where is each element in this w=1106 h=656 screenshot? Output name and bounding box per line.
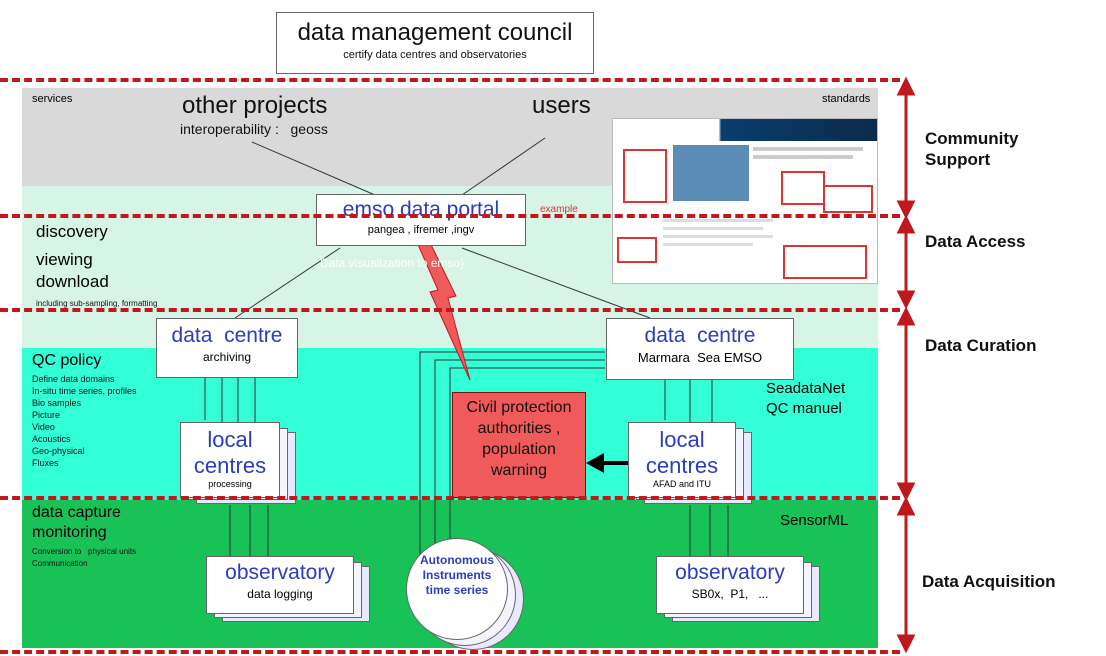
seadatanet-label-1: SeadataNet	[766, 380, 846, 397]
data-acquisition-label: Data Acquisition	[922, 572, 1056, 591]
council-box: data management council certify data cen…	[276, 12, 594, 74]
qc-policy-title: QC policy	[32, 352, 102, 369]
interoperability-label: interoperability : geoss	[180, 121, 328, 137]
viewing-label: viewing	[36, 250, 93, 269]
portal-screenshot-thumbnail	[612, 118, 878, 284]
separator-bottom	[0, 650, 900, 654]
data-centre-right: data centre Marmara Sea EMSO	[606, 318, 794, 380]
observatory-left: observatory data logging	[206, 556, 354, 614]
data-centre-left-title: data centre	[171, 324, 283, 347]
council-title: data management council	[297, 19, 573, 46]
data-curation-label: Data Curation	[925, 336, 1037, 355]
download-label: download	[36, 272, 109, 291]
local-left-line2: centres	[193, 453, 267, 478]
auto-line3: time series	[425, 583, 489, 597]
auto-line1: Autonomous	[420, 553, 494, 567]
data-access-label: Data Access	[925, 232, 1026, 251]
data-centre-right-title: data centre	[644, 324, 756, 347]
qc-item: Bio samples	[32, 398, 82, 408]
qc-item: Video	[32, 422, 55, 432]
observatory-right-title: observatory	[675, 561, 785, 584]
civil-protection-box: Civil protection authorities , populatio…	[452, 392, 586, 498]
qc-item: Acoustics	[32, 434, 71, 444]
sensorml-label: SensorML	[780, 512, 849, 529]
local-right-line2: centres	[645, 453, 719, 478]
civil-line4: warning	[490, 462, 548, 479]
qc-item: Fluxes	[32, 458, 59, 468]
discovery-label: discovery	[36, 222, 108, 241]
emso-data-portal-box: emso data portal pangea , ifremer ,ingv	[316, 194, 526, 246]
other-projects-label: other projects	[182, 92, 328, 119]
data-centre-right-subtitle: Marmara Sea EMSO	[637, 350, 763, 365]
civil-line2: authorities ,	[477, 420, 561, 437]
community-support-text: Community Support	[925, 129, 1019, 169]
data-capture-label: data capture	[32, 504, 121, 521]
auto-line2: Instruments	[422, 568, 492, 582]
portal-example-label: example	[540, 204, 578, 215]
qc-item: In-situ time series, profiles	[32, 386, 137, 396]
data-centre-left: data centre archiving	[156, 318, 298, 378]
local-left-sub: processing	[208, 479, 252, 489]
observatory-left-title: observatory	[225, 561, 335, 584]
separator-community	[0, 78, 900, 82]
local-centres-left: local centres processing	[180, 422, 280, 498]
portal-subtitle: pangea , ifremer ,ingv	[367, 224, 475, 236]
local-centres-right: local centres AFAD and ITU	[628, 422, 736, 498]
monitoring-label: monitoring	[32, 524, 107, 541]
local-right-line1: local	[659, 427, 705, 452]
separator-access	[0, 214, 900, 218]
data-centre-left-subtitle: archiving	[202, 350, 252, 364]
observatory-left-sub: data logging	[247, 587, 313, 601]
observatory-right: observatory SB0x, P1, ...	[656, 556, 804, 614]
capture-note-2: Communication	[32, 559, 88, 568]
council-subtitle: certify data centres and observatories	[343, 49, 527, 61]
separator-curation	[0, 308, 900, 312]
separator-acquisition	[0, 496, 900, 500]
qc-item: Picture	[32, 410, 61, 420]
qc-item: Define data domains	[32, 374, 115, 384]
standards-label: standards	[822, 93, 871, 105]
observatory-right-sub: SB0x, P1, ...	[691, 587, 769, 601]
portal-title: emso data portal	[342, 198, 500, 221]
download-note: including sub-sampling, formatting	[36, 299, 158, 308]
civil-line1: Civil protection	[466, 399, 572, 416]
civil-line3: population	[482, 441, 556, 458]
community-support-label: Community Support	[925, 128, 1085, 170]
services-label: services	[32, 93, 73, 105]
users-label: users	[532, 92, 591, 119]
local-left-line1: local	[207, 427, 253, 452]
local-right-sub: AFAD and ITU	[652, 479, 712, 489]
seadatanet-label-2: QC manuel	[766, 400, 842, 417]
capture-note-1: Conversion to physical units	[32, 547, 137, 556]
qc-item: Geo-physical	[32, 446, 85, 456]
portal-faded-text: Data visualization to emso)	[320, 256, 465, 270]
autonomous-instruments-circle: Autonomous Instruments time series	[406, 538, 508, 640]
